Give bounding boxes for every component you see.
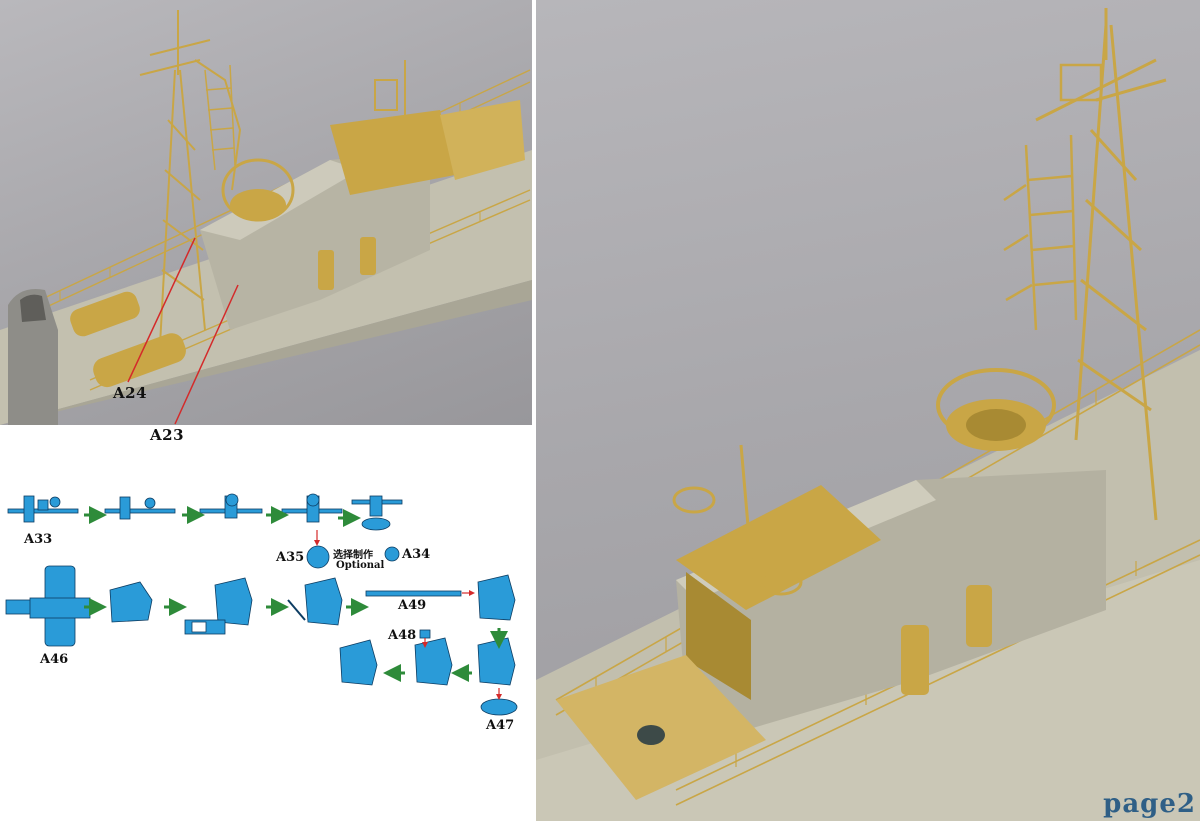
label-a34: A34 [402,547,431,562]
label-a33: A33 [24,532,53,547]
a46-step-6 [477,637,516,686]
photo-left-bridge-mast: A24 [0,0,532,425]
label-optional-cn: 选择制作 [333,550,373,561]
label-optional-en: Optional [336,560,385,571]
label-a46: A46 [40,652,69,667]
a46-step-8 [339,639,378,686]
a46-part [5,565,91,647]
a46-step-2 [109,581,153,623]
a33-step-2 [104,496,176,520]
label-a35: A35 [276,550,305,565]
a33-step-5 [351,495,403,531]
a33-step-1 [7,495,79,523]
label-a49: A49 [398,598,427,613]
label-a48: A48 [388,628,417,643]
right-photo-drawing [536,8,1200,821]
label-a23: A23 [150,426,185,444]
a46-step-4 [287,577,343,626]
a33-step-3 [199,493,263,519]
page-number-label: page2 [1103,789,1196,819]
photo-right-bridge-closeup [536,0,1200,821]
a46-step-3 [184,577,253,635]
a33-step-4 [281,493,343,523]
left-photo-drawing [0,10,532,425]
a46-step-5 [477,574,516,621]
a46-step-7 [414,629,453,686]
a49-part [365,590,462,597]
label-a24: A24 [113,384,148,402]
label-a47: A47 [486,718,515,733]
assembly-diagram [5,493,518,716]
